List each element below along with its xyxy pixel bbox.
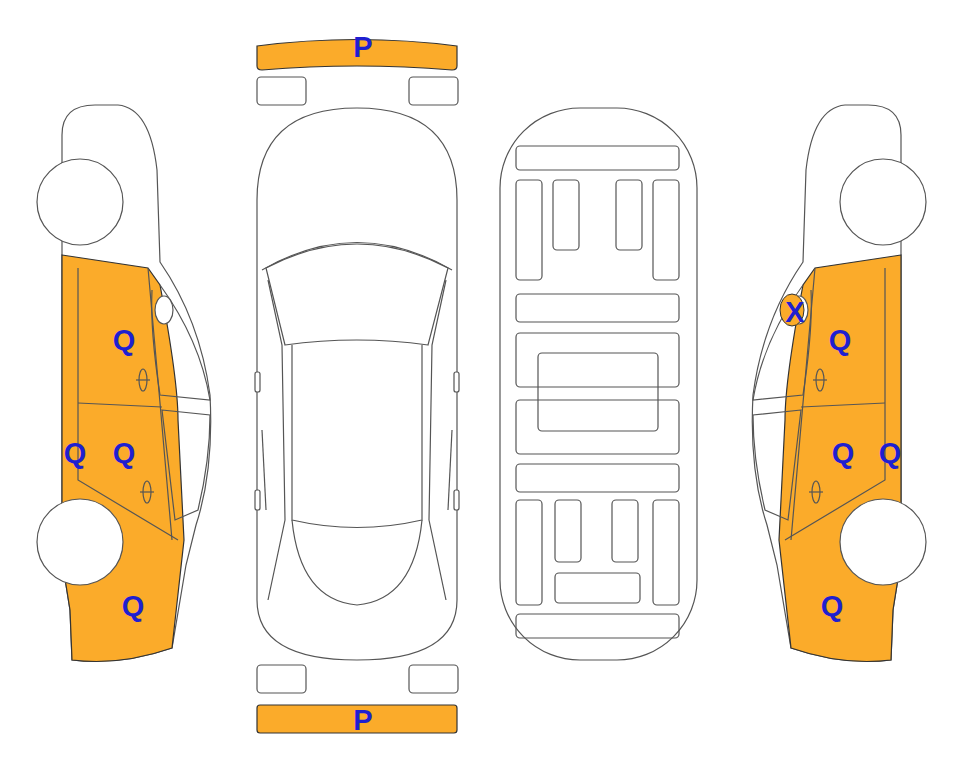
rear-window [292, 520, 422, 605]
roof [292, 345, 422, 528]
damage-mark: Q [64, 439, 87, 468]
headlamp [257, 77, 306, 105]
damage-mark: Q [113, 439, 136, 468]
damage-mark: Q [821, 592, 844, 621]
damage-mark: Q [879, 439, 902, 468]
left-pillar [268, 280, 285, 600]
taillamp [257, 665, 306, 693]
car-underside [500, 108, 697, 660]
bumper-mark: P [353, 33, 372, 62]
windshield [266, 244, 448, 345]
bumper-mark: P [353, 706, 372, 735]
damage-mark: X [785, 298, 804, 327]
damage-mark: Q [113, 326, 136, 355]
car-top-view [257, 108, 457, 660]
car-side-view [37, 105, 211, 662]
right-pillar [429, 280, 446, 600]
taillamp [409, 665, 458, 693]
damage-mark: Q [122, 592, 145, 621]
damage-mark: Q [829, 326, 852, 355]
headlamp [409, 77, 458, 105]
damage-mark: Q [832, 439, 855, 468]
